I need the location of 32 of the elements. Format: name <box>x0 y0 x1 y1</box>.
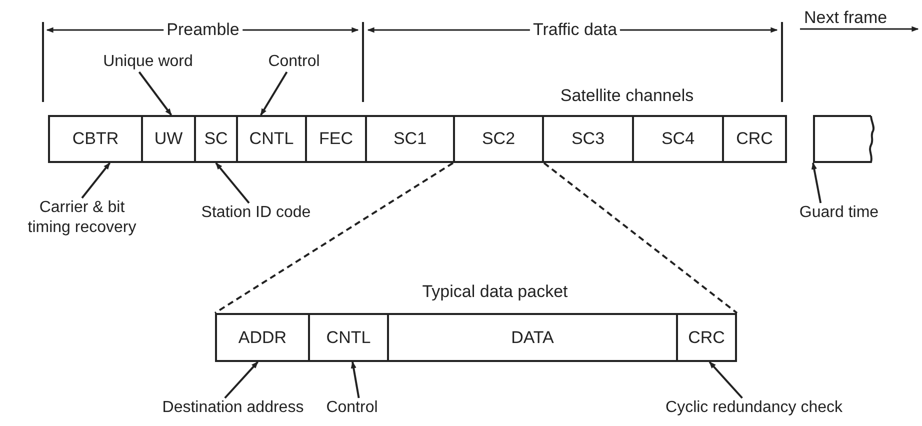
callout-text: Station ID code <box>186 203 326 223</box>
frame-field: CNTL <box>236 115 307 163</box>
frame-field: ADDR <box>215 313 310 362</box>
frame-field: SC4 <box>632 115 724 163</box>
frame-field: SC2 <box>453 115 544 163</box>
callout-text: Cyclic redundancy check <box>636 398 872 418</box>
callout-text: Destination address <box>152 398 314 418</box>
leader-arrow <box>215 162 250 204</box>
zoom-line <box>543 162 738 314</box>
leader-arrow <box>224 361 258 399</box>
leader-arrow <box>350 361 360 398</box>
frame-field: CRC <box>722 115 787 163</box>
callout-text: Guard time <box>793 203 885 223</box>
frame-field: UW <box>141 115 196 163</box>
frame-field: CNTL <box>308 313 389 362</box>
zoom-line <box>214 162 454 314</box>
callout-text: Carrier & bit timing recovery <box>18 198 146 238</box>
leader-arrow <box>708 361 743 399</box>
leader-arrow <box>811 162 822 204</box>
leader-arrow <box>138 71 172 116</box>
callout-text: Control <box>258 52 330 72</box>
frame-field: DATA <box>387 313 678 362</box>
frame-field: SC3 <box>542 115 634 163</box>
frame-field: CBTR <box>48 115 143 163</box>
frame-field: FEC <box>305 115 367 163</box>
callout-text: Unique word <box>93 52 203 72</box>
leader-arrow <box>260 71 288 116</box>
callout-text: Control <box>318 398 386 418</box>
frame-field: SC1 <box>365 115 455 163</box>
frame-field: CRC <box>676 313 737 362</box>
frame-field: SC <box>194 115 238 163</box>
leader-arrow <box>81 162 111 199</box>
